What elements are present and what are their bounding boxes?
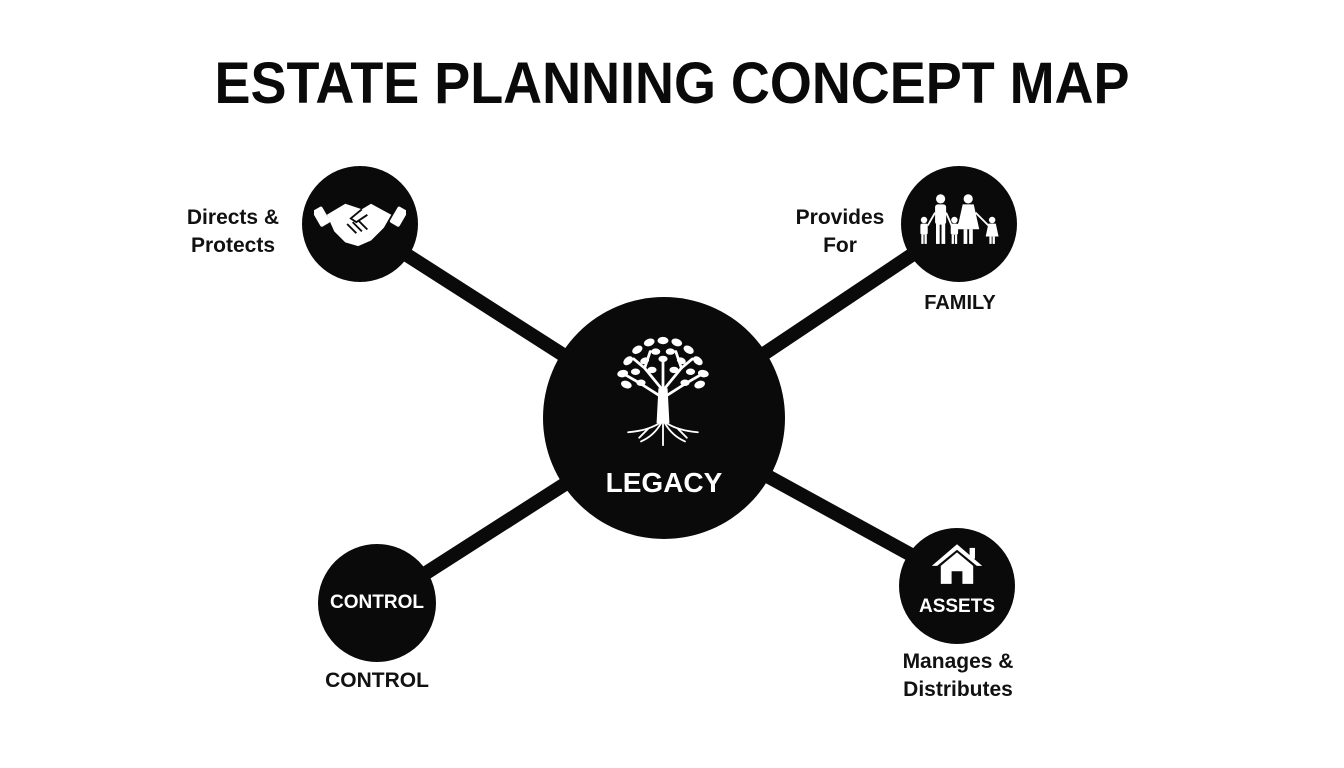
control-label: CONTROL — [330, 592, 424, 613]
caption-assets-line1: Manages & — [902, 650, 1014, 673]
caption-family-line1: Provides — [795, 206, 885, 229]
page-title: ESTATE PLANNING CONCEPT MAP — [214, 51, 1130, 116]
node-assets: ASSETS — [899, 528, 1015, 644]
assets-label: ASSETS — [918, 596, 996, 617]
caption-directs-line2: Protects — [190, 234, 276, 257]
node-control: CONTROL — [318, 544, 436, 662]
caption-directs-line1: Directs & — [186, 206, 280, 229]
handshake-icon — [314, 203, 406, 247]
caption-assets: Manages & Distributes — [880, 648, 1036, 704]
house-icon — [931, 544, 983, 584]
label-family-below: FAMILY — [924, 292, 996, 314]
tree-icon — [617, 336, 709, 447]
node-directs — [302, 166, 418, 282]
caption-family-line2: For — [823, 234, 857, 257]
caption-family: Provides For — [780, 204, 900, 260]
family-icon — [920, 194, 999, 244]
legacy-label: LEGACY — [605, 467, 723, 498]
label-control-below: CONTROL — [325, 669, 429, 692]
caption-assets-line2: Distributes — [903, 678, 1013, 701]
node-legacy: LEGACY — [543, 297, 785, 539]
node-family — [901, 166, 1017, 282]
caption-directs: Directs & Protects — [170, 204, 296, 260]
